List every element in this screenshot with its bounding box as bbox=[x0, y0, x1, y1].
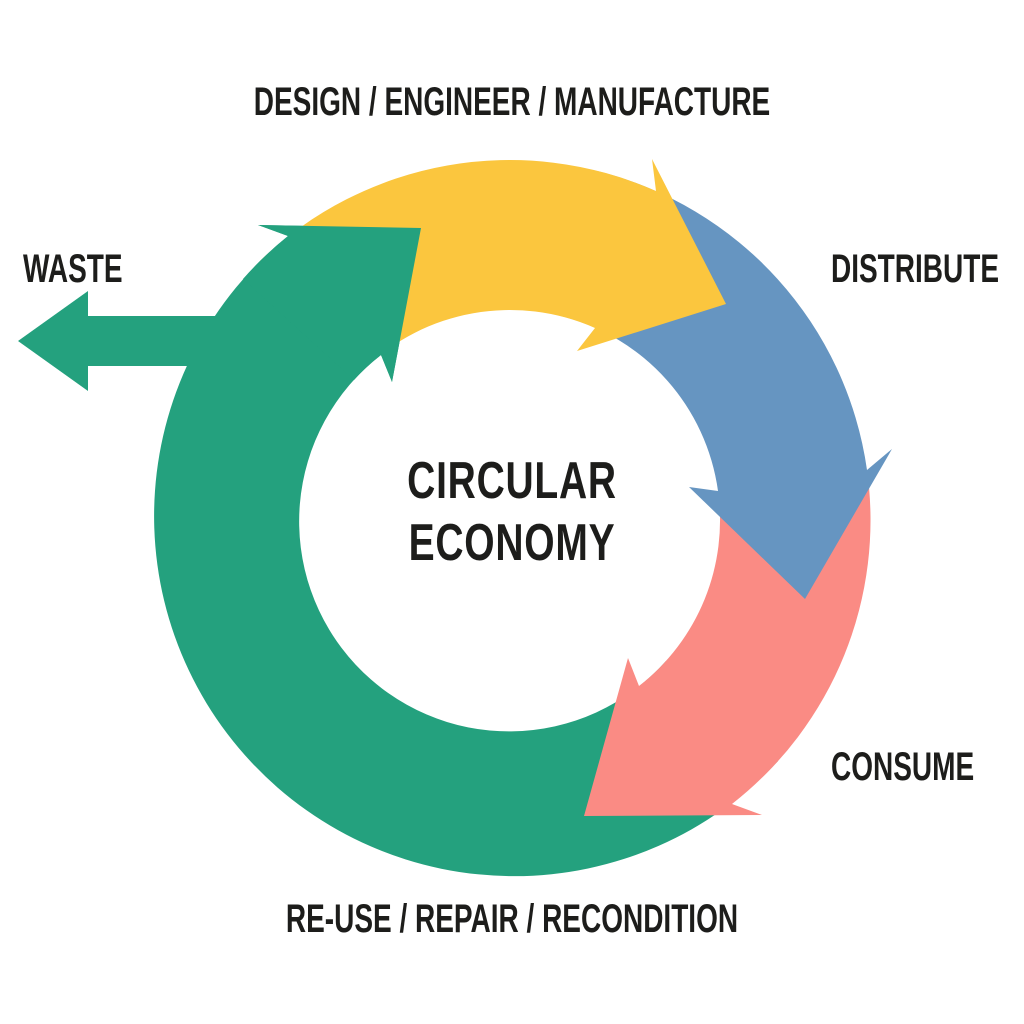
waste-arrow bbox=[18, 291, 272, 391]
center-title-line2: ECONOMY bbox=[408, 514, 616, 572]
reuse-arrowhead-overlay bbox=[243, 225, 421, 382]
label-reuse-repair-recondition: RE-USE / REPAIR / RECONDITION bbox=[285, 897, 739, 941]
label-design-engineer-manufacture: DESIGN / ENGINEER / MANUFACTURE bbox=[253, 80, 771, 124]
center-title: CIRCULAR ECONOMY bbox=[407, 450, 617, 574]
center-title-line1: CIRCULAR bbox=[407, 452, 617, 510]
label-waste: WASTE bbox=[23, 247, 123, 291]
label-distribute: DISTRIBUTE bbox=[831, 247, 999, 291]
label-consume: CONSUME bbox=[831, 745, 975, 789]
